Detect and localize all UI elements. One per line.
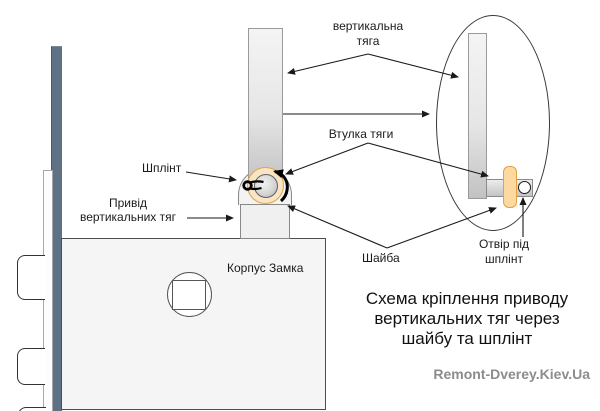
lock-body [61, 238, 326, 410]
latch-bolt-bottom [18, 407, 46, 411]
label-cotter-pin: Шплінт [142, 161, 182, 175]
detail-washer [503, 166, 517, 208]
label-vertical-rod-line2: тяга [356, 34, 380, 48]
caption-line1: Схема кріплення приводу [365, 289, 569, 308]
connector-vertical-rod-left [287, 53, 369, 75]
label-cotter-hole: Отвір під шплінт [454, 237, 554, 267]
caption-line2: вертикальних тяг через [374, 309, 560, 328]
label-vertical-rod: вертикальна тяга [318, 19, 418, 49]
label-cotter-hole-line1: Отвір під [478, 237, 530, 251]
diagram-caption: Схема кріплення приводу вертикальних тяг… [347, 289, 587, 349]
caption-line3: шайбу та шплінт [401, 329, 533, 348]
spindle-square-hole [172, 280, 206, 310]
label-cotter-hole-line2: шплінт [485, 252, 523, 266]
label-lock-body: Корпус Замка [227, 261, 304, 275]
rod-bushing [254, 174, 278, 198]
label-vertical-rod-line1: вертикальна [332, 19, 404, 33]
vertical-rod [248, 28, 283, 185]
label-bushing: Втулка тяги [328, 127, 394, 141]
cotter-pin-hole [518, 181, 531, 194]
connector-cotter-pin [185, 171, 237, 183]
label-drive: Привід вертикальних тяг [58, 196, 198, 224]
watermark: Remont-Dverey.Kiev.Ua [433, 366, 590, 382]
drive-body [240, 204, 290, 239]
connector-bushing-left [285, 142, 369, 175]
detail-ellipse [436, 15, 550, 231]
label-drive-line2: вертикальних тяг [80, 210, 176, 224]
detail-vertical-rod [468, 33, 487, 199]
latch-bolt-middle [17, 348, 45, 385]
latch-bolt-top [17, 255, 45, 300]
label-washer: Шайба [362, 251, 400, 265]
label-drive-line1: Привід [108, 196, 148, 210]
